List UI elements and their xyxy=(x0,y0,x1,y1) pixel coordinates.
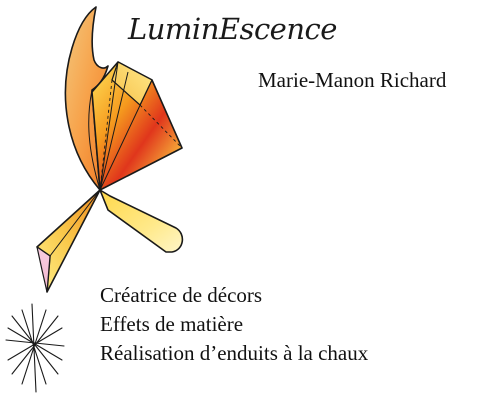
person-name: Marie-Manon Richard xyxy=(258,68,447,92)
service-item: Effets de matière xyxy=(100,312,244,336)
butterfly-flame-logo-icon xyxy=(5,6,184,393)
service-item: Réalisation d’enduits à la chaux xyxy=(100,341,369,365)
sparkle-star-icon xyxy=(5,303,65,393)
brand-name: LuminEscence xyxy=(128,12,337,46)
services-list: Créatrice de décors Effets de matière Ré… xyxy=(100,281,368,368)
service-item: Créatrice de décors xyxy=(100,283,263,307)
